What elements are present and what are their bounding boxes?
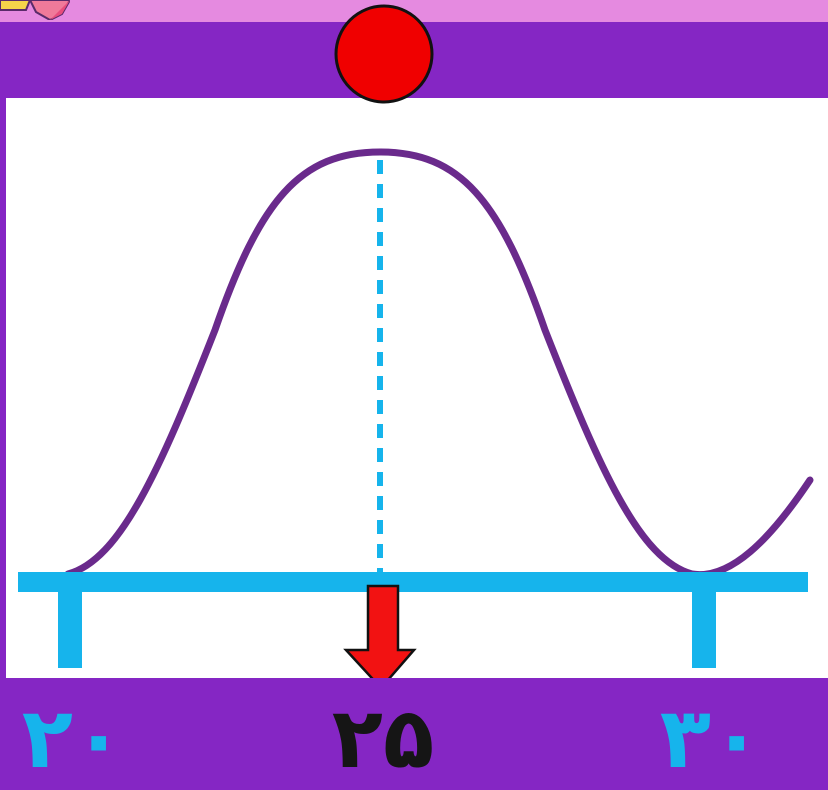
bell-curve <box>64 148 814 579</box>
bottom-band <box>0 678 828 790</box>
axis-tick-right <box>692 580 716 668</box>
red-circle-marker <box>334 4 434 104</box>
tick-label-left: ۲۰ <box>21 689 125 787</box>
top-strip <box>0 0 828 22</box>
pencil-icon <box>0 0 70 20</box>
axis-line <box>18 572 808 592</box>
down-arrow-icon <box>343 584 417 690</box>
tick-label-right: ۳۰ <box>659 689 763 787</box>
tick-label-center: ۲۵ <box>331 689 435 787</box>
axis-tick-left <box>58 580 82 668</box>
